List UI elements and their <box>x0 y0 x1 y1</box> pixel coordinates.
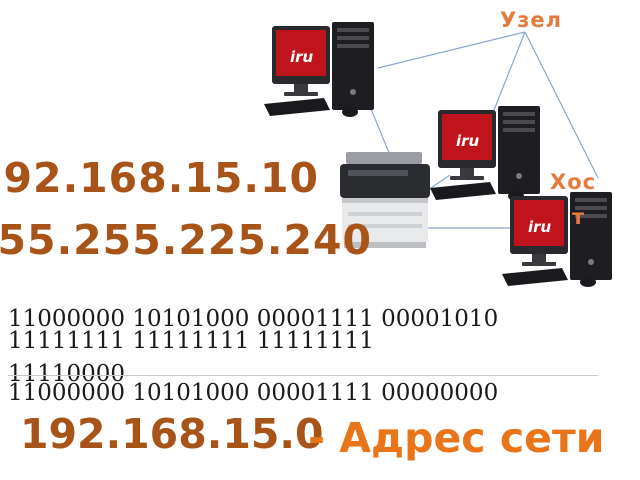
link-node-host <box>524 31 599 179</box>
link-node-pc2 <box>491 31 526 116</box>
ip-address: 192.168.15.10 <box>0 154 320 202</box>
ip-binary: 11000000 10101000 00001111 00001010 <box>8 306 499 332</box>
host-label-line-2: т <box>572 205 586 229</box>
host-label-line-1: Хос <box>550 170 597 194</box>
pc-brand-logo: iru <box>456 132 480 150</box>
desktop-computer-icon <box>430 106 540 201</box>
computer-1: iru <box>262 18 384 123</box>
network-address-label: - Адрес сети <box>308 414 605 462</box>
network-address: 192.168.15.0 <box>20 410 324 458</box>
pc-brand-logo: iru <box>290 48 314 66</box>
mask-binary: 11111111 11111111 11111111 <box>8 328 374 354</box>
computer-2: iru <box>428 102 550 207</box>
desktop-computer-icon <box>502 192 612 287</box>
mask-binary-last-octet: 11110000 <box>8 361 126 387</box>
subnet-mask: 255.255.225.240 <box>0 216 373 264</box>
node-label: Узел <box>500 8 563 32</box>
link-printer-pc2 <box>427 174 451 191</box>
computer-3: iru <box>500 188 622 293</box>
printer-icon <box>340 152 430 248</box>
link-pc1-node <box>377 31 526 69</box>
printer <box>338 150 432 255</box>
pc-brand-logo: iru <box>528 218 552 236</box>
separator-line <box>8 375 598 376</box>
desktop-computer-icon <box>264 22 374 117</box>
network-binary: 11000000 10101000 00001111 00000000 <box>8 380 499 406</box>
